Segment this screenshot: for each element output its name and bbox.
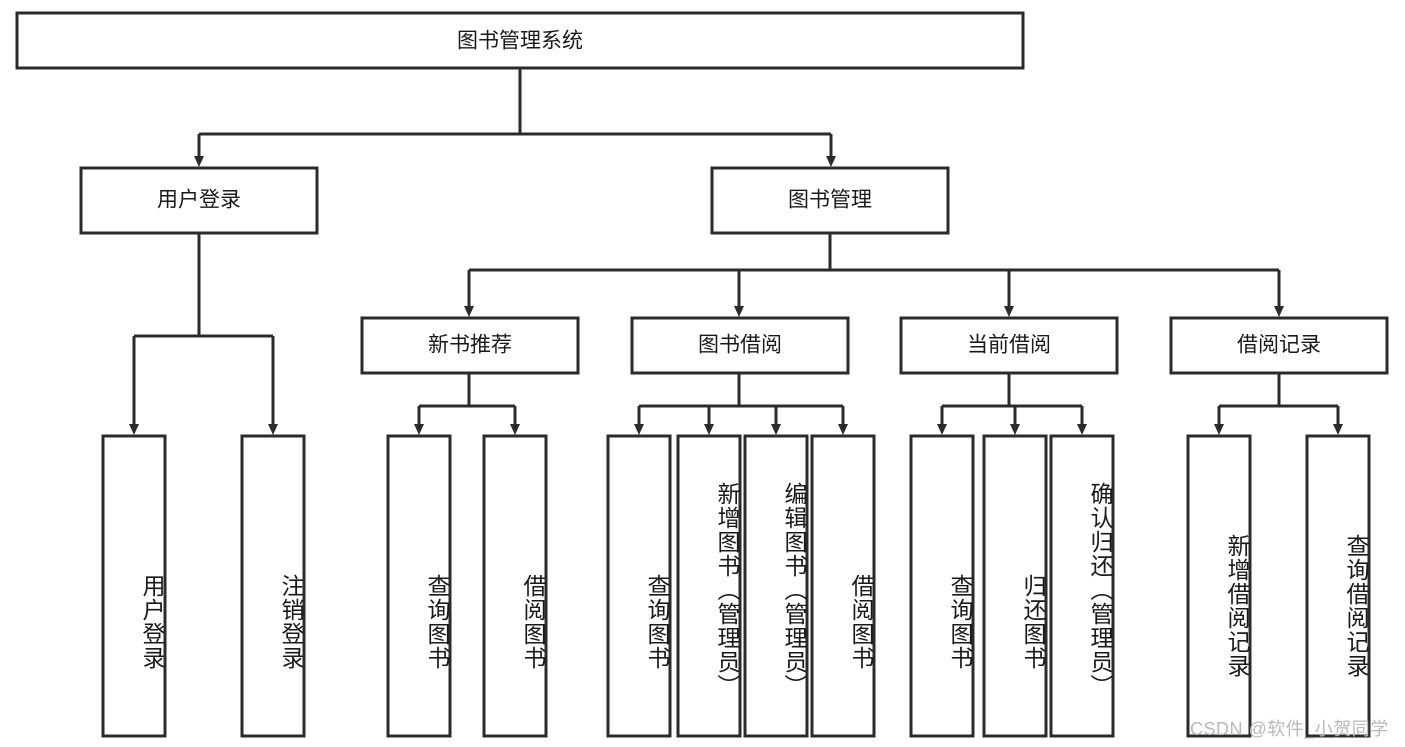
leaf-box-borrow-book-newbook[interactable] (482, 434, 548, 738)
node-new-book-recommend-label: 新书推荐 (428, 334, 512, 357)
node-borrow-record-label: 借阅记录 (1237, 334, 1321, 357)
node-book-management-label: 图书管理 (788, 189, 872, 212)
node-borrow-record-box[interactable] (1169, 316, 1389, 375)
connector-group (129, 68, 1343, 435)
leaf-box-user-login[interactable] (101, 434, 167, 738)
leaf-box-group (101, 434, 1371, 738)
leaf-box-confirm-return-admin[interactable] (1049, 434, 1115, 738)
node-book-borrow-label: 图书借阅 (698, 334, 782, 357)
csdn-watermark: CSDN @软件_小贺同学 (1190, 719, 1389, 739)
node-user-login-box[interactable] (79, 166, 319, 235)
node-root-label: 图书管理系统 (457, 30, 583, 53)
node-book-borrow[interactable]: 图书借阅 (630, 316, 850, 375)
node-root[interactable]: 图书管理系统 (15, 11, 1025, 70)
leaf-box-add-borrow-record[interactable] (1186, 434, 1252, 738)
leaf-box-edit-book-admin[interactable] (743, 434, 809, 738)
leaf-box-query-book-current[interactable] (909, 434, 975, 738)
node-new-book-recommend-box[interactable] (360, 316, 580, 375)
leaf-box-add-book-admin[interactable] (676, 434, 742, 738)
node-book-management-box[interactable] (710, 166, 950, 235)
node-current-borrow[interactable]: 当前借阅 (899, 316, 1119, 375)
leaf-box-query-book-borrow[interactable] (606, 434, 672, 738)
leaf-box-borrow-book[interactable] (810, 434, 876, 738)
node-book-management[interactable]: 图书管理 (710, 166, 950, 235)
node-user-login-label: 用户登录 (157, 189, 241, 212)
leaf-box-query-book-newbook[interactable] (386, 434, 452, 738)
node-book-borrow-box[interactable] (630, 316, 850, 375)
node-current-borrow-label: 当前借阅 (967, 334, 1051, 357)
node-borrow-record[interactable]: 借阅记录 (1169, 316, 1389, 375)
leaf-box-logout[interactable] (240, 434, 306, 738)
node-user-login[interactable]: 用户登录 (79, 166, 319, 235)
node-new-book-recommend[interactable]: 新书推荐 (360, 316, 580, 375)
node-root-box[interactable] (15, 11, 1025, 70)
leaf-box-return-book[interactable] (982, 434, 1048, 738)
leaf-box-query-borrow-record[interactable] (1305, 434, 1371, 738)
node-current-borrow-box[interactable] (899, 316, 1119, 375)
